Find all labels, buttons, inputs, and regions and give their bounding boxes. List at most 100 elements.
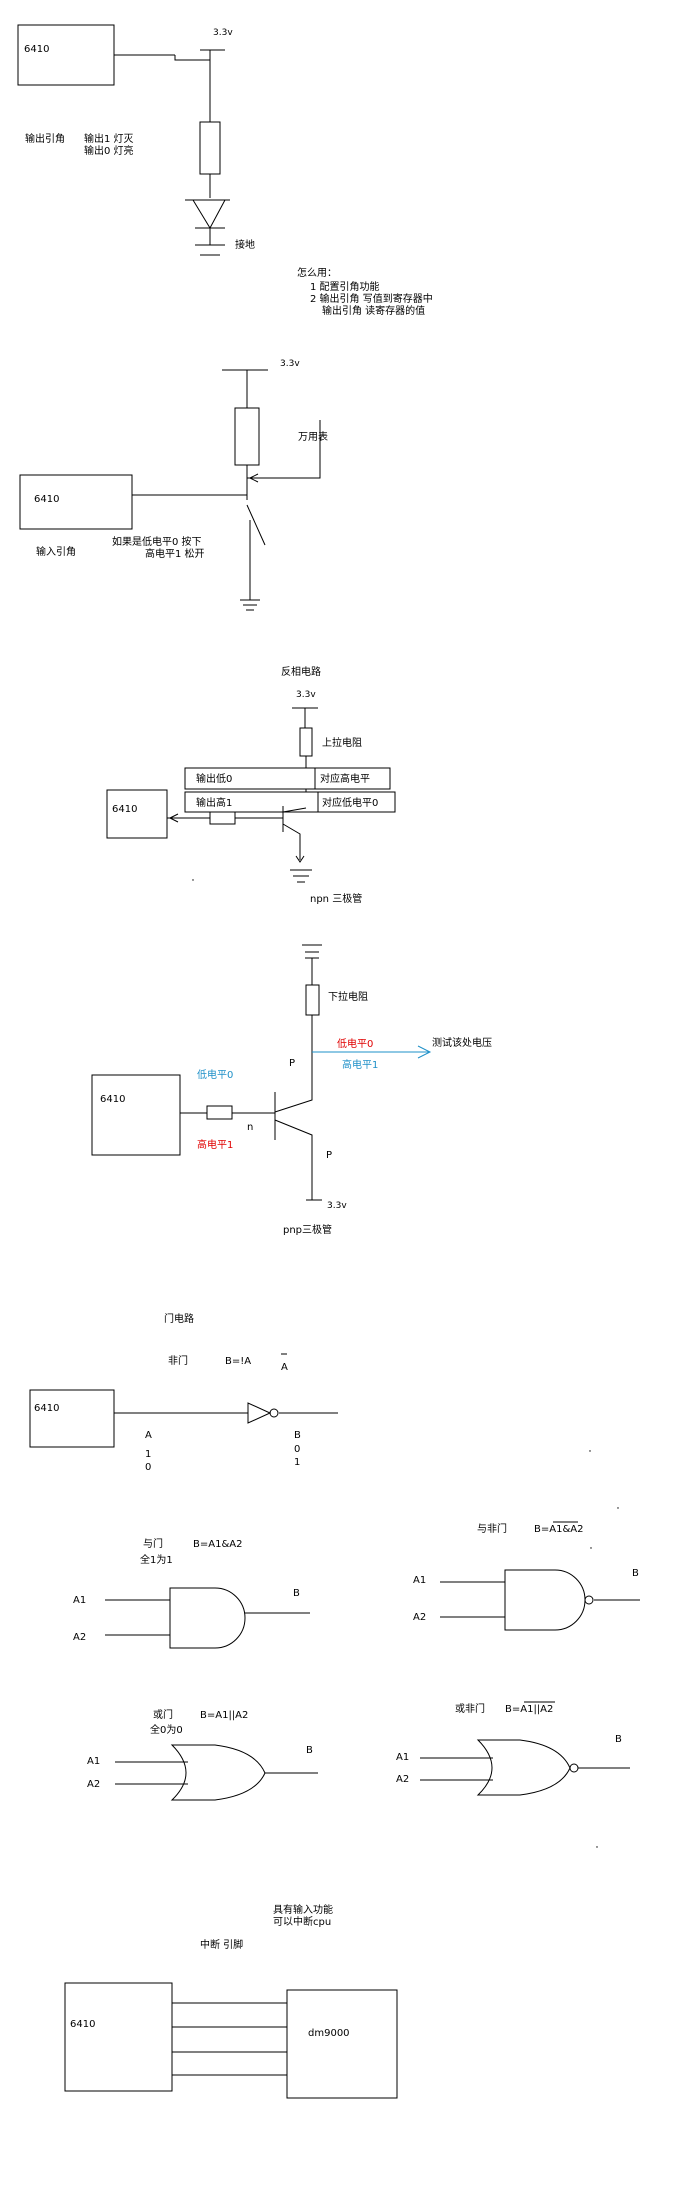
- b-value-2: 1: [294, 1457, 300, 1468]
- or-output-b: B: [306, 1745, 313, 1756]
- base-resistor: [206, 1105, 233, 1120]
- stray-dot: [590, 1547, 592, 1549]
- not-overbar-a: A: [281, 1362, 288, 1373]
- caption-output-pin: 输出引角: [25, 132, 65, 145]
- ground-symbol: [240, 599, 260, 611]
- not-bubble: [269, 1408, 279, 1418]
- low-level-text: 如果是低电平0 按下: [112, 535, 202, 548]
- nand-output-b: B: [632, 1568, 639, 1579]
- and-input-a2: A2: [73, 1632, 86, 1643]
- a-value-1: 1: [145, 1449, 151, 1460]
- nand-input-a1: A1: [413, 1575, 426, 1586]
- dm9000-box: [286, 1989, 398, 2099]
- nand-bubble: [584, 1595, 594, 1605]
- high-level-blue: 高电平1: [342, 1058, 378, 1071]
- high-level-text: 高电平1 松开: [145, 547, 205, 560]
- section-output-pin: 6410 3.3v 接地 输出引角 输出1 灯灭 输出0 灯亮 怎么用： 1 配…: [17, 24, 433, 317]
- pnp-transistor: [274, 1015, 313, 1200]
- nor-gate-label: 或非门: [455, 1702, 485, 1715]
- vcc-bar: [292, 707, 318, 728]
- led-symbol: [185, 199, 230, 256]
- input-low-text: 低电平0: [197, 1068, 233, 1081]
- resistor: [234, 407, 260, 466]
- input-high-text: 高电平1: [197, 1138, 233, 1151]
- ground-label: 接地: [235, 238, 255, 251]
- footer-label: npn 三极管: [310, 892, 362, 905]
- section-input-pin: 3.3v 6410 万用表 输入引角 如果是低电平0 按下 高电平1 松开: [19, 359, 328, 611]
- chip-label: 6410: [34, 1403, 59, 1414]
- section-npn-inverter: 反相电路 3.3v 上拉电阻 输出低0 对应高电平 输出高1 对应低电平0 64…: [106, 665, 396, 905]
- and-output-b: B: [293, 1588, 300, 1599]
- col-a-header: A: [145, 1430, 152, 1441]
- emitter-arrow: [295, 855, 305, 863]
- and-gate-label: 与门: [143, 1537, 163, 1550]
- output-high-text: 输出高1: [196, 796, 232, 809]
- output-1-text: 输出1 灯灭: [84, 132, 134, 145]
- section-logic-gates: 与门 B=A1&A2 全1为1 A1 A2 B 与非门 B=A1&A2 A1 A…: [73, 1521, 640, 1801]
- resistor-label: 上拉电阻: [322, 736, 362, 749]
- nand-gate-symbol: [440, 1569, 640, 1631]
- measure-arrow: [417, 1045, 432, 1059]
- vcc-label: 3.3v: [213, 28, 233, 38]
- maps-low-text: 对应低电平0: [322, 796, 378, 809]
- section-not-gate: 门电路 非门 B=!A A 6410 A B 1 0 0 1: [29, 1312, 338, 1473]
- p-top-label: P: [289, 1058, 295, 1069]
- vcc-label: 3.3v: [296, 690, 316, 700]
- section-title: 门电路: [164, 1312, 194, 1325]
- nor-bubble: [569, 1763, 579, 1773]
- pulldown-resistor: [305, 984, 320, 1016]
- stray-dot: [596, 1846, 598, 1848]
- vcc-bar: [222, 369, 268, 408]
- and-gate-expr: B=A1&A2: [193, 1539, 242, 1550]
- maps-high-text: 对应高电平: [320, 772, 370, 785]
- wire-chip-to-vcc: [114, 54, 210, 61]
- row-output-low: [184, 767, 391, 790]
- nand-gate-expr: B=A1&A2: [534, 1524, 583, 1535]
- stray-dot: [617, 1507, 619, 1509]
- chip-6410-box: [106, 789, 168, 839]
- stray-dots: [192, 879, 619, 1848]
- chip-label: 6410: [112, 804, 137, 815]
- and-gate-symbol: [105, 1587, 310, 1649]
- interrupt-wires: [172, 2002, 287, 2076]
- vcc-label: 3.3v: [280, 359, 300, 369]
- nor-gate-expr: B=A1||A2: [505, 1704, 553, 1715]
- not-gate-expr: B=!A: [225, 1356, 251, 1367]
- or-input-a2: A2: [87, 1779, 100, 1790]
- b-value-1: 0: [294, 1444, 300, 1455]
- chip-6410-box: [91, 1074, 181, 1156]
- p-bottom-label: P: [326, 1150, 332, 1161]
- note-interrupt-cpu: 可以中断cpu: [273, 1915, 331, 1928]
- output-0-text: 输出0 灯亮: [84, 144, 134, 157]
- howto-step-2: 2 输出引角 写值到寄存器中: [310, 292, 433, 305]
- or-gate-label: 或门: [153, 1708, 173, 1721]
- npn-transistor: [235, 806, 307, 860]
- or-gate-expr: B=A1||A2: [200, 1710, 248, 1721]
- interrupt-pin-label: 中断 引脚: [200, 1938, 243, 1951]
- low-level-red: 低电平0: [337, 1037, 373, 1050]
- nor-input-a2: A2: [396, 1774, 409, 1785]
- or-gate-note: 全0为0: [150, 1723, 183, 1736]
- not-gate-label: 非门: [168, 1354, 188, 1367]
- row-output-high: [184, 791, 396, 813]
- ground-symbol: [302, 944, 322, 985]
- peripheral-label: dm9000: [308, 2028, 350, 2039]
- not-gate-symbol: [114, 1402, 338, 1424]
- howto-title: 怎么用：: [297, 266, 337, 279]
- or-gate-symbol: [115, 1744, 318, 1801]
- chip-6410-box: [19, 474, 133, 530]
- chip-6410-box: [29, 1389, 115, 1448]
- output-low-text: 输出低0: [196, 772, 232, 785]
- caption-input-pin: 输入引角: [36, 545, 76, 558]
- arrow-head: [169, 813, 179, 823]
- nand-gate-label: 与非门: [477, 1522, 507, 1535]
- chip-label: 6410: [24, 44, 49, 55]
- resistor-label: 下拉电阻: [328, 990, 368, 1003]
- section-interrupt: 具有输入功能 可以中断cpu 中断 引脚 6410 dm9000: [64, 1903, 398, 2099]
- section-pnp: 下拉电阻 P 低电平0 高电平1 测试该处电压 6410 低电平0 n 高电平1…: [91, 944, 492, 1236]
- meter-lead: [247, 420, 321, 479]
- base-resistor: [209, 811, 236, 825]
- ground-symbol: [290, 869, 312, 883]
- howto-step-3: 输出引角 读寄存器的值: [322, 304, 425, 317]
